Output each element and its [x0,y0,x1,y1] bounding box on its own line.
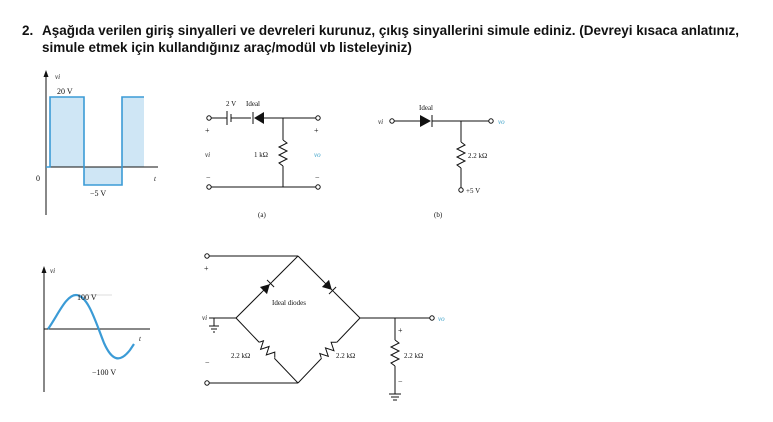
square-high-fill-1 [50,97,84,167]
circuit-b-input-terminal [389,118,395,124]
sine-time-label: t [139,335,142,343]
circuit-b-output-label: vo [498,118,505,126]
bridge-diode-top-right [319,277,339,297]
question-line-1: Aşağıda verilen giriş sinyalleri ve devr… [42,23,740,38]
bridge-diode-top-left [257,277,277,297]
circuit-a-caption: (a) [258,211,266,219]
circuit-b-output-terminal [488,118,494,124]
bridge-output-terminal [429,315,435,321]
diode-b [420,115,433,127]
bridge-output-plus: + [398,326,403,335]
bridge-resistor-left [255,338,279,362]
diode-b-label: Ideal [419,104,433,112]
bridge-r2-label: 2.2 kΩ [336,352,355,360]
question-line-2: simule etmek için kullandığınız araç/mod… [42,40,412,55]
circuit-a-input-terminal-bottom [206,184,212,190]
sine-y-arrow [41,266,47,273]
circuit-a-input-terminal-top [206,115,212,121]
question-number: 2. [22,23,34,38]
bridge-input-plus: + [204,264,209,273]
question-text: 2. Aşağıda verilen giriş sinyalleri ve de… [22,22,762,56]
sine-peak-label: 100 V [77,293,97,302]
sine-wave-graph: vi 100 V −100 V t [41,266,150,392]
circuit-b: vi vo Ideal 2.2 kΩ +5 V (b) [378,104,505,219]
supply-label: +5 V [466,187,480,195]
circuit-a-output-label: vo [314,151,321,159]
bridge-r3-label: 2.2 kΩ [404,352,423,360]
battery-label: 2 V [226,100,236,108]
circuit-a-input-label: vi [205,151,210,159]
battery-symbol [226,111,232,125]
circuit-a-input-plus: + [205,126,210,135]
resistor-b [455,141,467,169]
bridge-circuit: + vi − [202,253,445,401]
bridge-input-minus: − [205,358,210,367]
sine-trough-label: −100 V [92,368,116,377]
square-time-label: t [154,175,157,183]
bridge-input-label: vi [202,314,207,322]
bridge-diodes-label: Ideal diodes [272,299,306,307]
resistor-b-label: 2.2 kΩ [468,152,487,160]
bridge-output-label: vo [438,315,445,323]
square-low-fill [84,167,122,185]
square-high-fill-2 [122,97,144,167]
circuit-a-input-minus: − [206,173,211,182]
bridge-input-ground-icon [209,325,219,333]
sine-wave-signal [47,293,135,360]
circuit-b-input-label: vi [378,118,383,126]
square-y-arrow [43,70,49,77]
bridge-input-terminal-top [204,253,210,259]
resistor-a [277,139,289,167]
circuit-a-output-minus: − [315,173,320,182]
square-high-label: 20 V [57,87,73,96]
circuit-a: 2 V Ideal 1 kΩ + vi − + vo − (a) [205,100,321,219]
bridge-output-minus: − [398,377,403,386]
square-wave-graph: vi 20 V −5 V 0 t [36,70,158,215]
square-origin-label: 0 [36,174,40,183]
square-wave-signal [46,96,144,186]
circuit-a-output-terminal-bottom [315,184,321,190]
bridge-input-terminal-bottom [204,380,210,386]
bridge-r1-label: 2.2 kΩ [231,352,250,360]
resistor-a-label: 1 kΩ [254,151,268,159]
circuit-b-supply-terminal [458,187,464,193]
bridge-resistor-right [317,338,341,362]
square-low-label: −5 V [90,189,106,198]
diode-a [252,112,264,124]
circuit-b-caption: (b) [434,211,443,219]
circuit-a-output-plus: + [314,126,319,135]
sine-axis-label: vi [50,267,55,275]
square-axis-label: vi [55,73,60,81]
bridge-resistor-load [389,339,401,367]
bridge-output-ground-icon [389,393,401,401]
diode-a-label: Ideal [246,100,260,108]
circuit-a-output-terminal-top [315,115,321,121]
